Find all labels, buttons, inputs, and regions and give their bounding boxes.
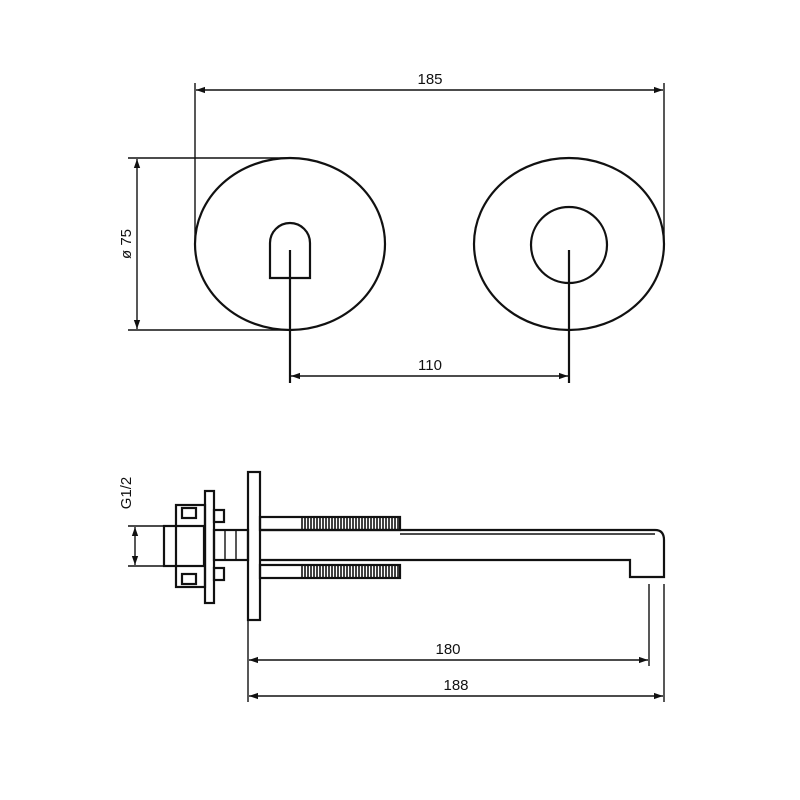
wall-plate-side [246,470,262,622]
inlet-connector [162,524,206,568]
shaft [212,528,250,562]
dimension-label-188: 188 [443,677,468,694]
lug-top-left [180,506,198,520]
side-view: G1/2 180 188 [118,470,666,702]
lug-bottom-left [180,572,198,586]
lower-thread-hatching [301,566,399,577]
lower-sleeve [258,563,402,580]
lug-bottom-right [212,566,226,582]
dimension-label-185: 185 [417,71,442,88]
dimension-label-diameter: ø 75 [118,229,135,259]
upper-sleeve [258,515,402,532]
rear-flange [203,489,216,605]
front-view: 185 ø 75 110 [118,71,666,383]
lug-top-right [212,508,226,524]
dimension-label-g12: G1/2 [118,477,135,510]
dimension-label-110: 110 [418,357,442,374]
upper-thread-hatching [301,518,399,529]
dimension-label-180: 180 [435,641,460,658]
spout-outlet [268,221,312,280]
spout [260,528,666,579]
